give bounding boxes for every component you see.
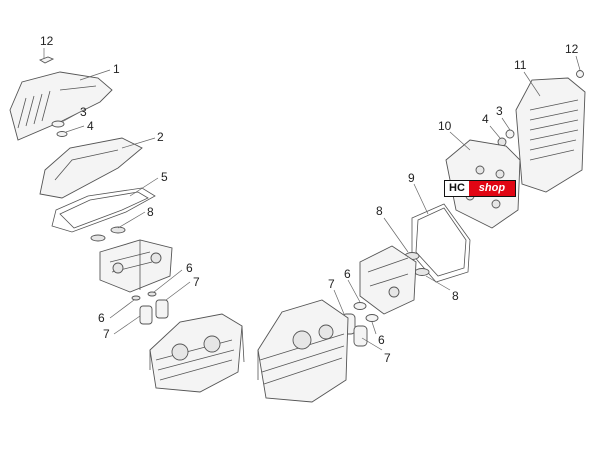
callout-right-8b: 8 <box>452 289 459 303</box>
callout-left-7b: 7 <box>103 327 110 341</box>
callout-right-6a: 6 <box>344 267 351 281</box>
callout-right-12: 12 <box>565 42 579 56</box>
left-camshaft-carrier <box>99 239 173 293</box>
right-callouts: 12 11 3 4 10 9 8 8 6 7 6 7 <box>328 42 579 365</box>
left-cylinder-head <box>149 313 245 393</box>
left-leader-lines <box>43 48 191 335</box>
callout-right-3: 3 <box>496 104 503 118</box>
callout-left-4: 4 <box>87 119 94 133</box>
callout-left-1: 1 <box>113 62 120 76</box>
right-washer-3-4 <box>497 129 515 147</box>
callout-left-2: 2 <box>157 130 164 144</box>
callout-right-7a: 7 <box>328 277 335 291</box>
callout-left-12: 12 <box>40 34 54 48</box>
callout-right-11: 11 <box>514 58 527 72</box>
right-cylinder-head <box>257 299 349 403</box>
left-tappets-6-7 <box>131 291 169 325</box>
callout-left-6a: 6 <box>186 261 193 275</box>
left-gasket-5 <box>51 187 156 233</box>
left-orings-8 <box>90 226 126 242</box>
callout-right-6b: 6 <box>378 333 385 347</box>
right-valve-cover-11 <box>515 77 586 193</box>
left-washer-3-4 <box>51 120 68 137</box>
right-orings-8 <box>404 252 430 276</box>
callout-right-7b: 7 <box>384 351 391 365</box>
callout-left-5: 5 <box>161 170 168 184</box>
right-camshaft-carrier <box>359 245 417 315</box>
callout-left-8: 8 <box>147 205 154 219</box>
callout-left-3: 3 <box>80 105 87 119</box>
callout-right-8a: 8 <box>376 204 383 218</box>
right-leader-lines <box>333 55 581 351</box>
callout-right-9: 9 <box>408 171 415 185</box>
logo-hc-text: HC <box>445 181 469 196</box>
callout-left-6b: 6 <box>98 311 105 325</box>
left-callouts: 12 1 3 4 2 5 8 6 7 6 7 <box>40 34 200 341</box>
left-valve-cover-1 <box>9 71 113 141</box>
logo-shop-text: shop <box>468 181 515 196</box>
left-cover-gasket-2 <box>39 137 143 199</box>
left-screw-12 <box>38 56 55 64</box>
callout-right-4: 4 <box>482 112 489 126</box>
right-screw-12 <box>576 70 584 78</box>
callout-left-7a: 7 <box>193 275 200 289</box>
hc-shop-logo: HC shop <box>444 180 516 197</box>
callout-right-10: 10 <box>438 119 452 133</box>
